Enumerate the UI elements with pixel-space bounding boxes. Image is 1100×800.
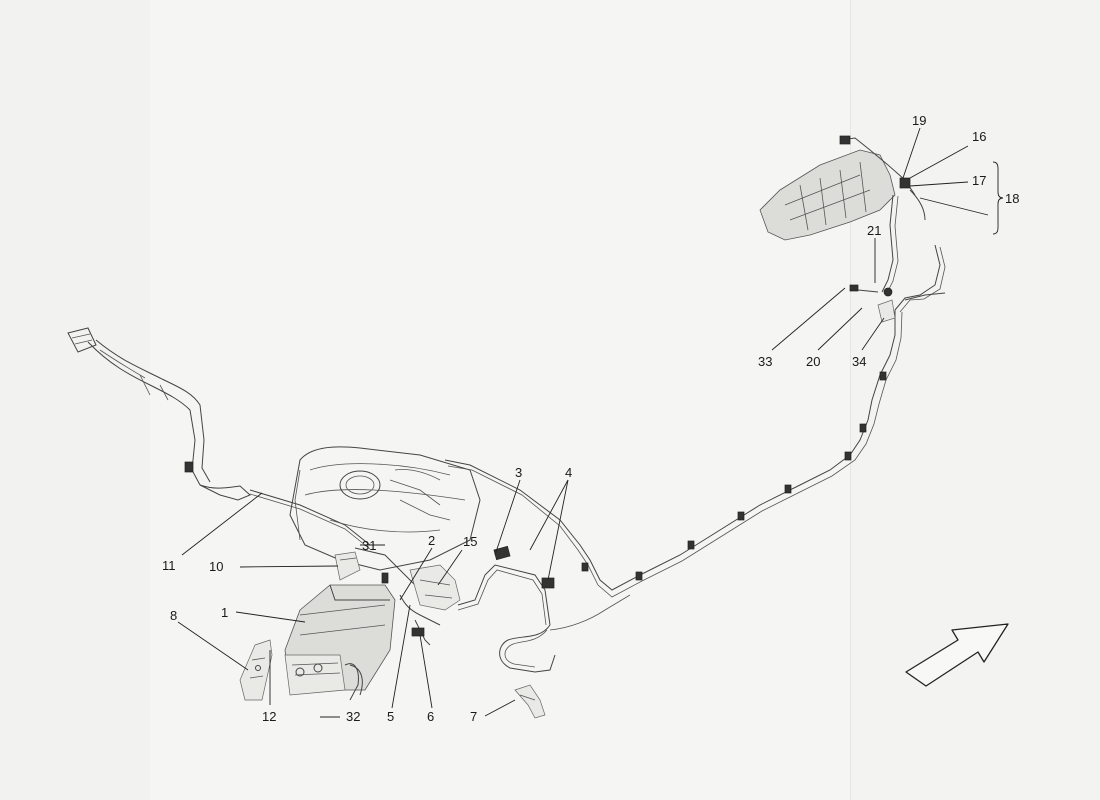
fuel-supply-line [444,310,896,591]
callout-12: 12 [262,709,276,724]
callout-8: 8 [170,608,177,623]
line-3 [457,564,551,626]
callout-labels: 11 10 31 2 15 3 4 1 8 12 32 5 6 7 19 16 … [162,113,1019,724]
arrow-icon [905,623,1009,687]
callout-11: 11 [162,558,176,573]
bracket-15 [409,564,461,611]
callout-15: 15 [463,534,477,549]
clamp-34 [877,299,896,323]
line-clips [581,371,887,581]
bracket-7 [514,684,546,719]
fuel-tank [289,446,481,571]
connector-31 [381,572,389,584]
callout-5: 5 [387,709,394,724]
callout-19: 19 [912,113,926,128]
callout-1: 1 [221,605,228,620]
callout-16: 16 [972,129,986,144]
carbon-canister [284,584,396,701]
callout-34: 34 [852,354,866,369]
callout-32: 32 [346,709,360,724]
callout-4: 4 [565,465,572,480]
clip-4a [493,545,511,561]
line-20 [881,194,894,293]
fitting-33 [849,284,859,292]
hose-6 [414,619,431,646]
leader-lines [177,127,1004,718]
intake-manifold [759,135,916,241]
callout-7: 7 [470,709,477,724]
callout-10: 10 [209,559,223,574]
mounting-bracket [239,639,273,701]
callout-17: 17 [972,173,986,188]
left-margin-panel [0,0,150,800]
callout-2: 2 [428,533,435,548]
callout-18: 18 [1005,191,1019,206]
valve-10 [334,551,361,581]
callout-31: 31 [362,538,376,553]
callout-3: 3 [515,465,522,480]
filler-neck [67,327,251,501]
vent-line-11 [249,489,371,546]
right-margin-panel [850,0,1100,800]
callout-6: 6 [427,709,434,724]
callout-33: 33 [758,354,772,369]
callout-20: 20 [806,354,820,369]
callout-21: 21 [867,223,881,238]
